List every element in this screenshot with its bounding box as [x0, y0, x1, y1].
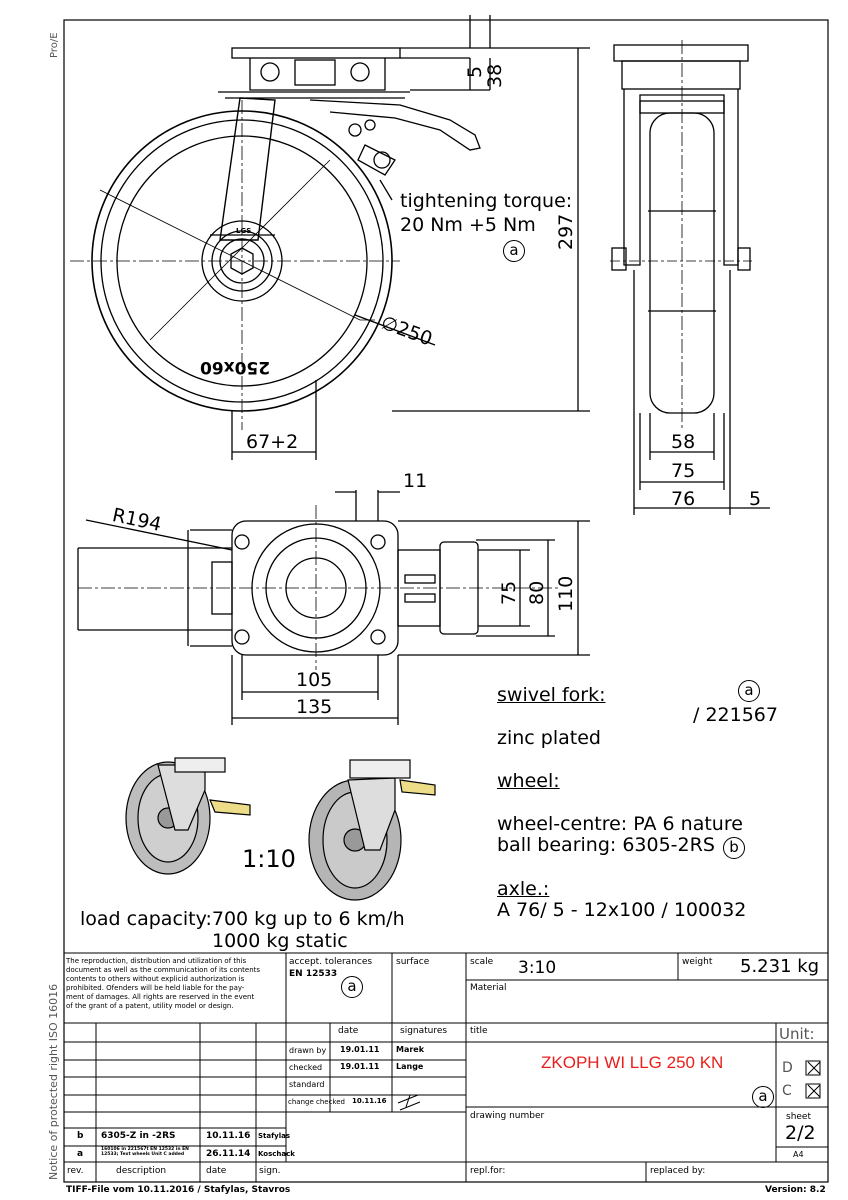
- tolerances-value: EN 12533: [289, 969, 338, 979]
- weight-value: 5.231 kg: [740, 956, 820, 977]
- material-label: Material: [470, 983, 507, 993]
- tolerances-ref: a: [341, 976, 363, 998]
- footer-version: Version: 8.2: [765, 1185, 826, 1195]
- dim-76: 76: [671, 488, 696, 510]
- tightening-torque-value: 20 Nm +5 Nm: [400, 214, 536, 236]
- dim-75-top: 75: [498, 580, 520, 605]
- checked-label: checked: [289, 1063, 323, 1072]
- wheel-marking-size: 250x60: [200, 357, 271, 377]
- margin-label-bottom: Notice of protected right ISO 16016: [47, 983, 60, 1180]
- sheet-format: A4: [793, 1150, 804, 1159]
- scale-1-10: 1:10: [242, 845, 296, 873]
- sheet-value: 2/2: [785, 1122, 816, 1144]
- revision-a-date: 26.11.14: [206, 1149, 251, 1159]
- front-view: [610, 40, 770, 515]
- footer-file-info: TIFF-File vom 10.11.2016 / Stafylas, Sta…: [66, 1185, 291, 1195]
- dim-75-front: 75: [671, 460, 696, 482]
- replaced-by-label: replaced by:: [650, 1166, 706, 1176]
- checked-date: 19.01.11: [340, 1062, 380, 1071]
- margin-label-top: Pro/E: [49, 32, 60, 58]
- drawing-number-label: drawing number: [470, 1111, 545, 1121]
- dim-135: 135: [296, 696, 333, 718]
- date-header: date: [338, 1026, 359, 1036]
- dim-5-top: 5: [464, 65, 486, 78]
- drawing-title: ZKOPH WI LLG 250 KN: [541, 1053, 724, 1072]
- revision-b-date: 10.11.16: [206, 1131, 251, 1141]
- dim-80: 80: [526, 580, 548, 605]
- drawn-by-label: drawn by: [289, 1046, 327, 1055]
- change-checked-date: 10.11.16: [352, 1097, 387, 1105]
- load-capacity: load capacity:700 kg up to 6 km/h: [80, 908, 405, 930]
- swivel-fork-number: / 221567: [693, 704, 778, 726]
- title-label: title: [470, 1026, 488, 1036]
- drawn-by-signature: Marek: [396, 1045, 425, 1054]
- dim-297: 297: [555, 213, 577, 250]
- drawn-by-date: 19.01.11: [340, 1045, 380, 1054]
- unit-label: Unit:: [779, 1025, 815, 1043]
- tightening-ref-marker: a: [503, 240, 525, 262]
- dim-11: 11: [403, 470, 428, 492]
- revision-b-description: 6305-Z in -2RS: [101, 1131, 176, 1141]
- zinc-plated: zinc plated: [497, 727, 601, 749]
- sign-label: sign.: [259, 1166, 281, 1176]
- scale-value: 3:10: [518, 958, 557, 978]
- swivel-ref-marker: a: [738, 680, 760, 702]
- unit-c: C: [782, 1083, 792, 1099]
- revision-a-rev: a: [77, 1149, 84, 1159]
- surface-label: surface: [396, 957, 430, 967]
- bearing-ref-marker: b: [723, 837, 745, 859]
- revision-a-sign: Koschack: [258, 1150, 295, 1158]
- ball-bearing: ball bearing: 6305-2RS: [497, 834, 715, 856]
- dim-58: 58: [671, 431, 696, 453]
- rev-label: rev.: [67, 1166, 84, 1176]
- drawing-frame: [63, 19, 829, 1183]
- revision-a-description: 160106 in 221567t EN 12532 in EN 12533; …: [101, 1147, 189, 1157]
- wheel-centre: wheel-centre: PA 6 nature: [497, 813, 743, 835]
- dim-38: 38: [484, 63, 506, 88]
- repl-for-label: repl.for:: [470, 1166, 506, 1176]
- dim-110: 110: [555, 575, 577, 612]
- revision-b-sign: Stafylas: [258, 1132, 291, 1140]
- checked-signature: Lange: [396, 1062, 424, 1071]
- dim-5-front: 5: [749, 488, 762, 510]
- wheel-marking-lgs: LGS: [236, 227, 252, 235]
- sheet-label: sheet: [786, 1112, 811, 1122]
- change-checked-label: change checked: [288, 1098, 345, 1106]
- top-view: [77, 490, 590, 725]
- title-ref: a: [752, 1086, 774, 1108]
- dim-67: 67+2: [246, 431, 299, 453]
- dim-105: 105: [296, 669, 333, 691]
- isometric-views: [125, 757, 436, 901]
- swivel-fork-heading: swivel fork:: [497, 684, 606, 706]
- weight-label: weight: [682, 957, 713, 967]
- revision-b-rev: b: [77, 1131, 84, 1141]
- axle-text: A 76/ 5 - 12x100 / 100032: [497, 899, 747, 921]
- unit-d: D: [782, 1060, 793, 1076]
- tightening-torque-label: tightening torque:: [400, 190, 573, 212]
- axle-heading: axle.:: [497, 878, 550, 900]
- standard-label: standard: [289, 1080, 325, 1089]
- wheel-heading: wheel:: [497, 770, 560, 792]
- date-label: date: [206, 1166, 227, 1176]
- side-view: [70, 15, 590, 460]
- description-label: description: [116, 1166, 167, 1176]
- title-block-lines: [64, 952, 828, 1182]
- copyright-notice: The reproduction, distribution and utili…: [66, 957, 261, 1010]
- tolerances-label: accept. tolerances: [289, 957, 373, 967]
- scale-label: scale: [470, 957, 494, 967]
- load-static: 1000 kg static: [212, 930, 348, 952]
- signatures-header: signatures: [400, 1026, 448, 1036]
